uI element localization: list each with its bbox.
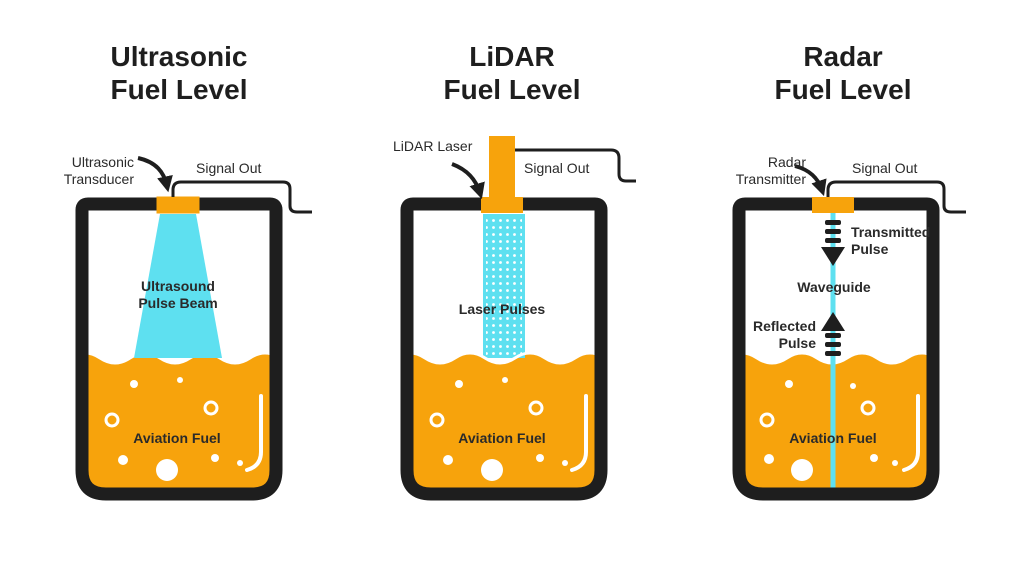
bubble-icon <box>104 377 243 481</box>
fuel-label: Aviation Fuel <box>458 430 546 446</box>
title-line: Fuel Level <box>110 74 248 105</box>
label-line: Transducer <box>63 171 134 187</box>
radar-transmitter <box>812 197 854 213</box>
ultrasonic-transducer-label: Ultrasonic Transducer <box>34 154 134 188</box>
label-line: Pulse <box>778 335 816 351</box>
title-line: Fuel Level <box>443 74 581 105</box>
radar-transmitter-label: Radar Transmitter <box>706 154 806 188</box>
transducer <box>156 196 200 214</box>
glare-line <box>902 394 920 472</box>
waveguide-label: Waveguide <box>797 279 871 295</box>
fuel-liquid <box>407 353 601 494</box>
title-radar: Radar Fuel Level <box>733 40 953 106</box>
laser-emitter <box>489 136 515 198</box>
label-line: Transmitted <box>851 224 931 240</box>
fuel-liquid <box>82 353 276 494</box>
radar-tank <box>732 164 966 501</box>
title-line: Ultrasonic <box>110 41 248 72</box>
glare-line <box>570 394 588 472</box>
lidar-laser-label: LiDAR Laser <box>393 138 473 154</box>
up-arrow-icon <box>821 312 845 356</box>
label-line: Ultrasound <box>141 278 215 294</box>
signal-out-label: Signal Out <box>196 160 262 176</box>
title-lidar: LiDAR Fuel Level <box>402 40 622 106</box>
curved-arrow-icon <box>451 162 485 200</box>
label-line: Radar <box>767 154 806 170</box>
signal-wire <box>171 180 312 214</box>
label-line: Ultrasonic <box>71 154 134 170</box>
title-line: Fuel Level <box>774 74 912 105</box>
signal-out-label: Signal Out <box>852 160 918 176</box>
title-line: Radar <box>803 41 883 72</box>
title-ultrasonic: Ultrasonic Fuel Level <box>69 40 289 106</box>
bubble-icon <box>759 380 898 481</box>
bubble-icon <box>429 377 568 481</box>
curved-arrow-icon <box>137 156 173 193</box>
wave-line <box>82 351 276 365</box>
curved-arrow-icon <box>794 164 827 197</box>
label-line: Pulse Beam <box>138 295 218 311</box>
tank-outline <box>732 197 940 501</box>
reflected-pulse-label: Reflected Pulse <box>716 318 816 352</box>
title-line: LiDAR <box>469 41 555 72</box>
wave-line <box>407 351 601 365</box>
laser-pulse-dots <box>486 218 522 356</box>
label-line: Pulse <box>851 241 889 257</box>
signal-out-label: Signal Out <box>524 160 590 176</box>
beam-label: Ultrasound Pulse Beam <box>138 278 217 312</box>
label-line: Reflected <box>752 318 816 334</box>
ultrasound-beam <box>134 214 222 358</box>
laser-pulses-label: Laser Pulses <box>458 301 546 317</box>
tank-outline <box>75 197 283 501</box>
tank-outline <box>400 197 608 501</box>
fuel-label: Aviation Fuel <box>789 430 877 446</box>
transmitted-pulse-label: Transmitted Pulse <box>851 224 930 258</box>
label-line: Transmitter <box>735 171 806 187</box>
ultrasonic-tank <box>75 156 312 501</box>
signal-wire <box>515 148 636 183</box>
lidar-tank <box>400 136 636 501</box>
signal-wire <box>826 180 966 214</box>
glare-line <box>245 394 263 472</box>
fuel-label: Aviation Fuel <box>133 430 221 446</box>
laser-mount <box>481 197 523 213</box>
down-arrow-icon <box>821 220 845 266</box>
